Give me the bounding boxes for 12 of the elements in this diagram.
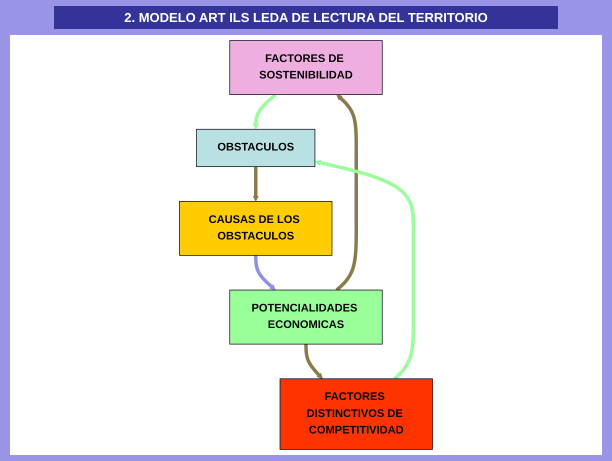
- arrow: [254, 255, 276, 290]
- node-box: OBSTACULOS: [196, 128, 316, 168]
- node-box: POTENCIALIDADES ECONOMICAS: [229, 290, 383, 344]
- title-banner: 2. MODELO ART ILS LEDA DE LECTURA DEL TERRITORIO: [54, 6, 558, 29]
- node-box: FACTORES DISTINCTIVOS DE COMPETITIVIDAD: [280, 378, 433, 450]
- arrow: [335, 94, 358, 292]
- arrow: [304, 344, 323, 380]
- arrow: [314, 160, 416, 380]
- arrow: [252, 166, 259, 202]
- node-box: CAUSAS DE LOS OBSTACULOS: [179, 200, 332, 256]
- arrow: [252, 93, 277, 130]
- node-box: FACTORES DE SOSTENIBILIDAD: [229, 40, 383, 95]
